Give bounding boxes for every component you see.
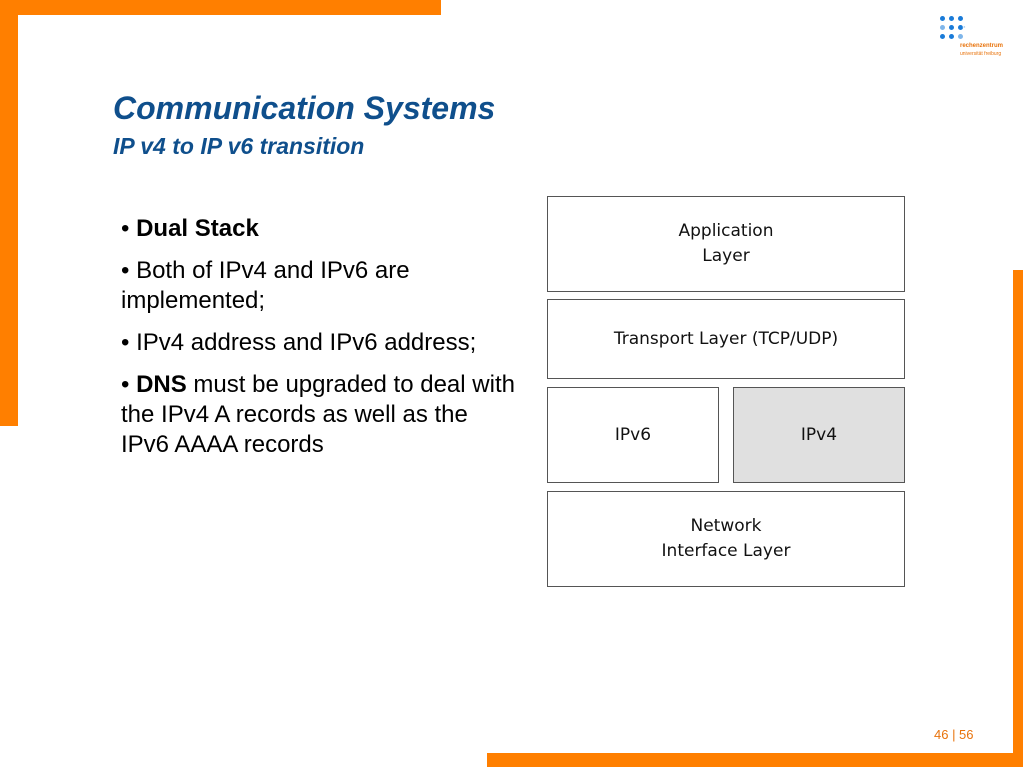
bullet-bold-text: DNS	[136, 371, 187, 398]
bullet-item-implemented: • Both of IPv4 and IPv6 are implemented;	[121, 256, 521, 316]
rechenzentrum-logo: rz rechenzentrum universität freiburg	[940, 14, 1004, 62]
bullet-marker: •	[121, 257, 130, 284]
bullet-bold-text: Dual Stack	[136, 215, 259, 242]
bullet-text: IPv4 address and IPv6 address;	[136, 329, 477, 356]
bullet-marker: •	[121, 215, 130, 242]
top-accent-bar	[0, 0, 441, 15]
network-layer-label-line2: Interface Layer	[661, 541, 791, 561]
bullet-marker: •	[121, 371, 130, 398]
ipv4-layer-label: IPv4	[800, 424, 838, 445]
ipv6-layer-box: IPv6	[547, 387, 719, 483]
ipv6-layer-label: IPv6	[614, 424, 652, 445]
bullet-item-dns: • DNS must be upgraded to deal with the …	[121, 370, 521, 460]
application-layer-label-line1: Application	[678, 221, 774, 241]
slide-subtitle: IP v4 to IP v6 transition	[113, 133, 365, 159]
bullet-text: Both of IPv4 and IPv6 are implemented;	[121, 257, 410, 314]
bullet-text: must be upgraded to deal with the IPv4 A…	[121, 371, 515, 458]
logo-name: rechenzentrum	[960, 43, 1004, 49]
network-layer-label-line1: Network	[690, 516, 762, 536]
ipv4-layer-box: IPv4	[733, 387, 905, 483]
bullet-item-dual-stack: • Dual Stack	[121, 214, 521, 244]
slide-title: Communication Systems	[113, 90, 496, 126]
transport-layer-label: Transport Layer (TCP/UDP)	[613, 328, 839, 349]
application-layer-label-line2: Layer	[702, 246, 750, 266]
left-accent-bar	[0, 0, 18, 426]
right-accent-bar	[1013, 270, 1023, 767]
logo-subname: universität freiburg	[960, 51, 1002, 57]
bullet-marker: •	[121, 329, 130, 356]
bullet-list: • Dual Stack • Both of IPv4 and IPv6 are…	[121, 214, 521, 472]
page-number: 46 | 56	[934, 727, 974, 742]
bottom-accent-bar	[487, 753, 1023, 767]
logo-short-text: rz	[962, 24, 966, 29]
transport-layer-box: Transport Layer (TCP/UDP)	[547, 299, 905, 379]
bullet-item-addresses: • IPv4 address and IPv6 address;	[121, 328, 521, 358]
